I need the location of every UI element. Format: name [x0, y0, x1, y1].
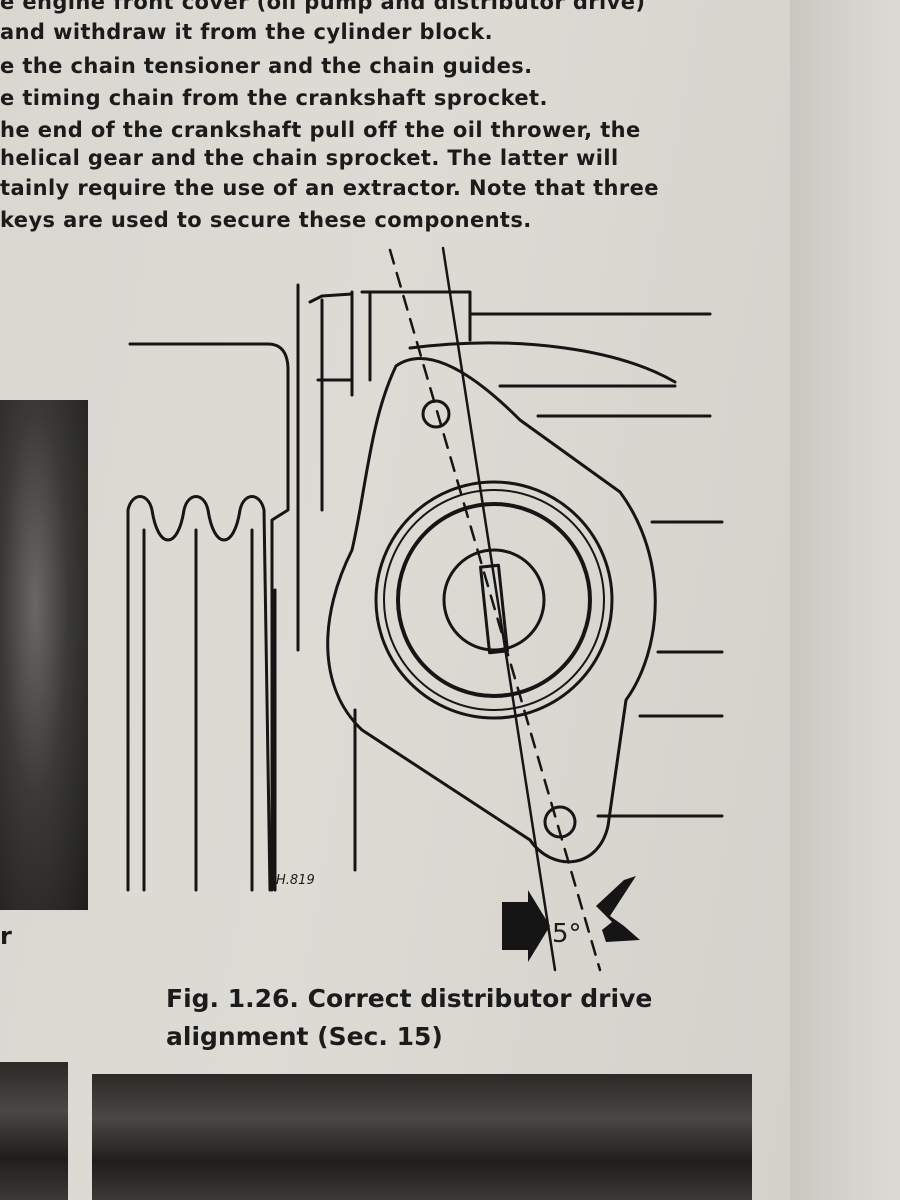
distributor-drive-diagram: H.819 5° — [126, 246, 724, 972]
distributor-cap-outline — [360, 290, 472, 342]
leader-line — [408, 341, 677, 384]
drive-slot — [479, 563, 509, 655]
drawing-reference: H.819 — [276, 873, 315, 888]
body-text-line-8: keys are used to secure these components… — [0, 208, 532, 232]
body-text-line-2: and withdraw it from the cylinder block. — [0, 20, 494, 44]
body-text-line-7: tainly require the use of an extractor. … — [0, 176, 659, 200]
engine-photo-bottom-left — [0, 1062, 68, 1200]
angle-label: 5° — [552, 919, 582, 949]
page-edge — [790, 0, 900, 1200]
body-text-line-5: he end of the crankshaft pull off the oi… — [0, 118, 641, 142]
left-arrow-icon — [502, 890, 550, 962]
pulley-outline — [126, 495, 272, 892]
engine-photo-bottom — [92, 1074, 752, 1200]
right-arrow-icon — [596, 876, 640, 942]
shaft-circle — [442, 548, 546, 652]
body-text-line-1: e engine front cover (oil pump and distr… — [0, 0, 646, 14]
bearing-ring — [396, 502, 592, 698]
flange-bolt-hole-top — [421, 399, 451, 429]
distributor-body-outline — [308, 292, 354, 382]
reference-line-solid — [441, 246, 557, 972]
angle-arrows — [502, 876, 640, 962]
book-page — [0, 0, 790, 1200]
outer-seal-ring — [374, 480, 614, 720]
alignment-line-dashed — [388, 248, 602, 972]
figure-caption-line-1: Fig. 1.26. Correct distributor drive — [166, 984, 653, 1013]
body-text-line-6: helical gear and the chain sprocket. The… — [0, 146, 619, 170]
engine-photo-left — [0, 400, 88, 910]
housing-outline — [128, 342, 290, 892]
seal-ring-inner-line — [383, 489, 605, 711]
left-caption-fragment: r — [0, 922, 12, 950]
body-text-line-4: e timing chain from the crankshaft sproc… — [0, 86, 548, 110]
body-text-line-3: e the chain tensioner and the chain guid… — [0, 54, 533, 78]
figure-caption-line-2: alignment (Sec. 15) — [166, 1022, 443, 1051]
distributor-flange — [326, 357, 657, 864]
